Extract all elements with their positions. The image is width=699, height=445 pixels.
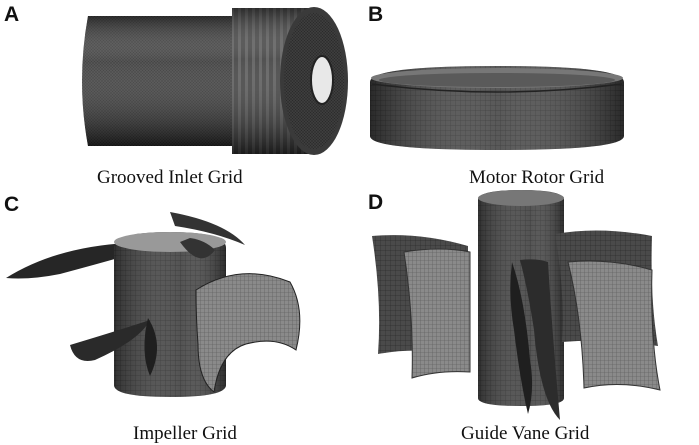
impeller-grid-image xyxy=(6,212,301,397)
guide-vane-grid-image xyxy=(372,190,661,420)
caption-motor-rotor-grid: Motor Rotor Grid xyxy=(469,167,605,188)
caption-guide-vane-grid: Guide Vane Grid xyxy=(461,423,590,444)
panel-label-d: D xyxy=(368,191,384,214)
panel-label-b: B xyxy=(368,3,384,26)
caption-impeller-grid: Impeller Grid xyxy=(133,423,237,444)
panel-label-c: C xyxy=(4,193,20,216)
motor-rotor-grid-image xyxy=(370,66,624,150)
caption-grooved-inlet-grid: Grooved Inlet Grid xyxy=(97,167,243,188)
grooved-inlet-grid-image xyxy=(82,7,348,155)
panel-label-a: A xyxy=(4,3,20,26)
